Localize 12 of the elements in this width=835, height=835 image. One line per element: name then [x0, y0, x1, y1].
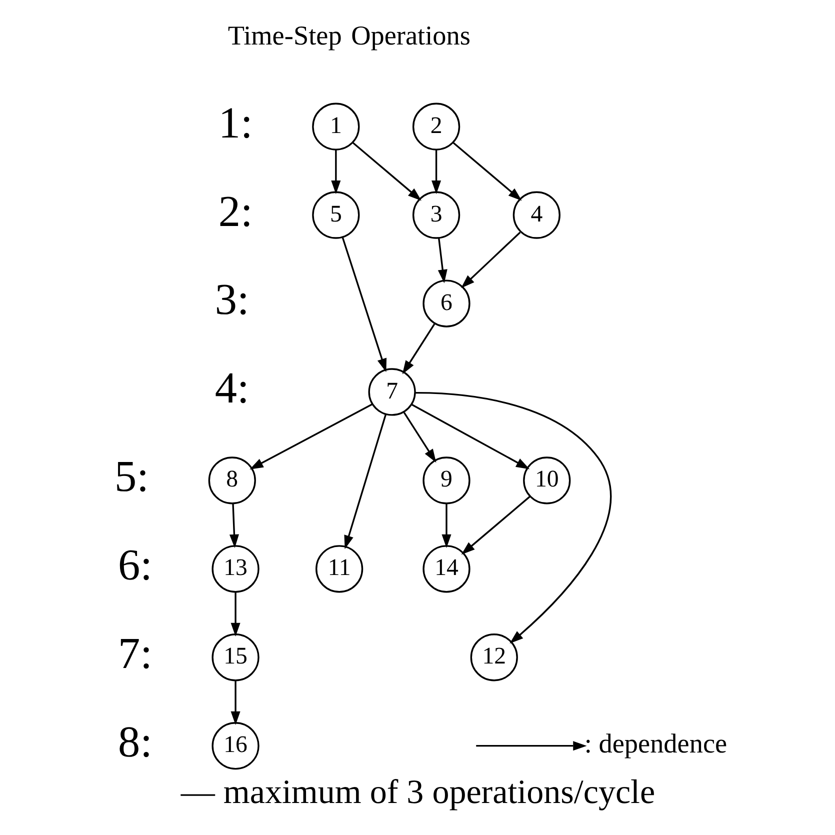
label: Time-Step	[227, 20, 342, 51]
caption: — maximum of 3 operations/cycle	[180, 774, 655, 811]
label: 8:	[117, 718, 152, 767]
label: 7:	[117, 629, 152, 678]
label: 1:	[218, 98, 252, 148]
label: 5:	[114, 452, 148, 502]
label: 6:	[117, 540, 152, 590]
label: 4:	[214, 364, 249, 413]
legend-label: : dependence	[584, 728, 727, 758]
label: Operations	[350, 20, 470, 51]
label: 3:	[214, 275, 249, 324]
label: 2:	[218, 186, 252, 236]
